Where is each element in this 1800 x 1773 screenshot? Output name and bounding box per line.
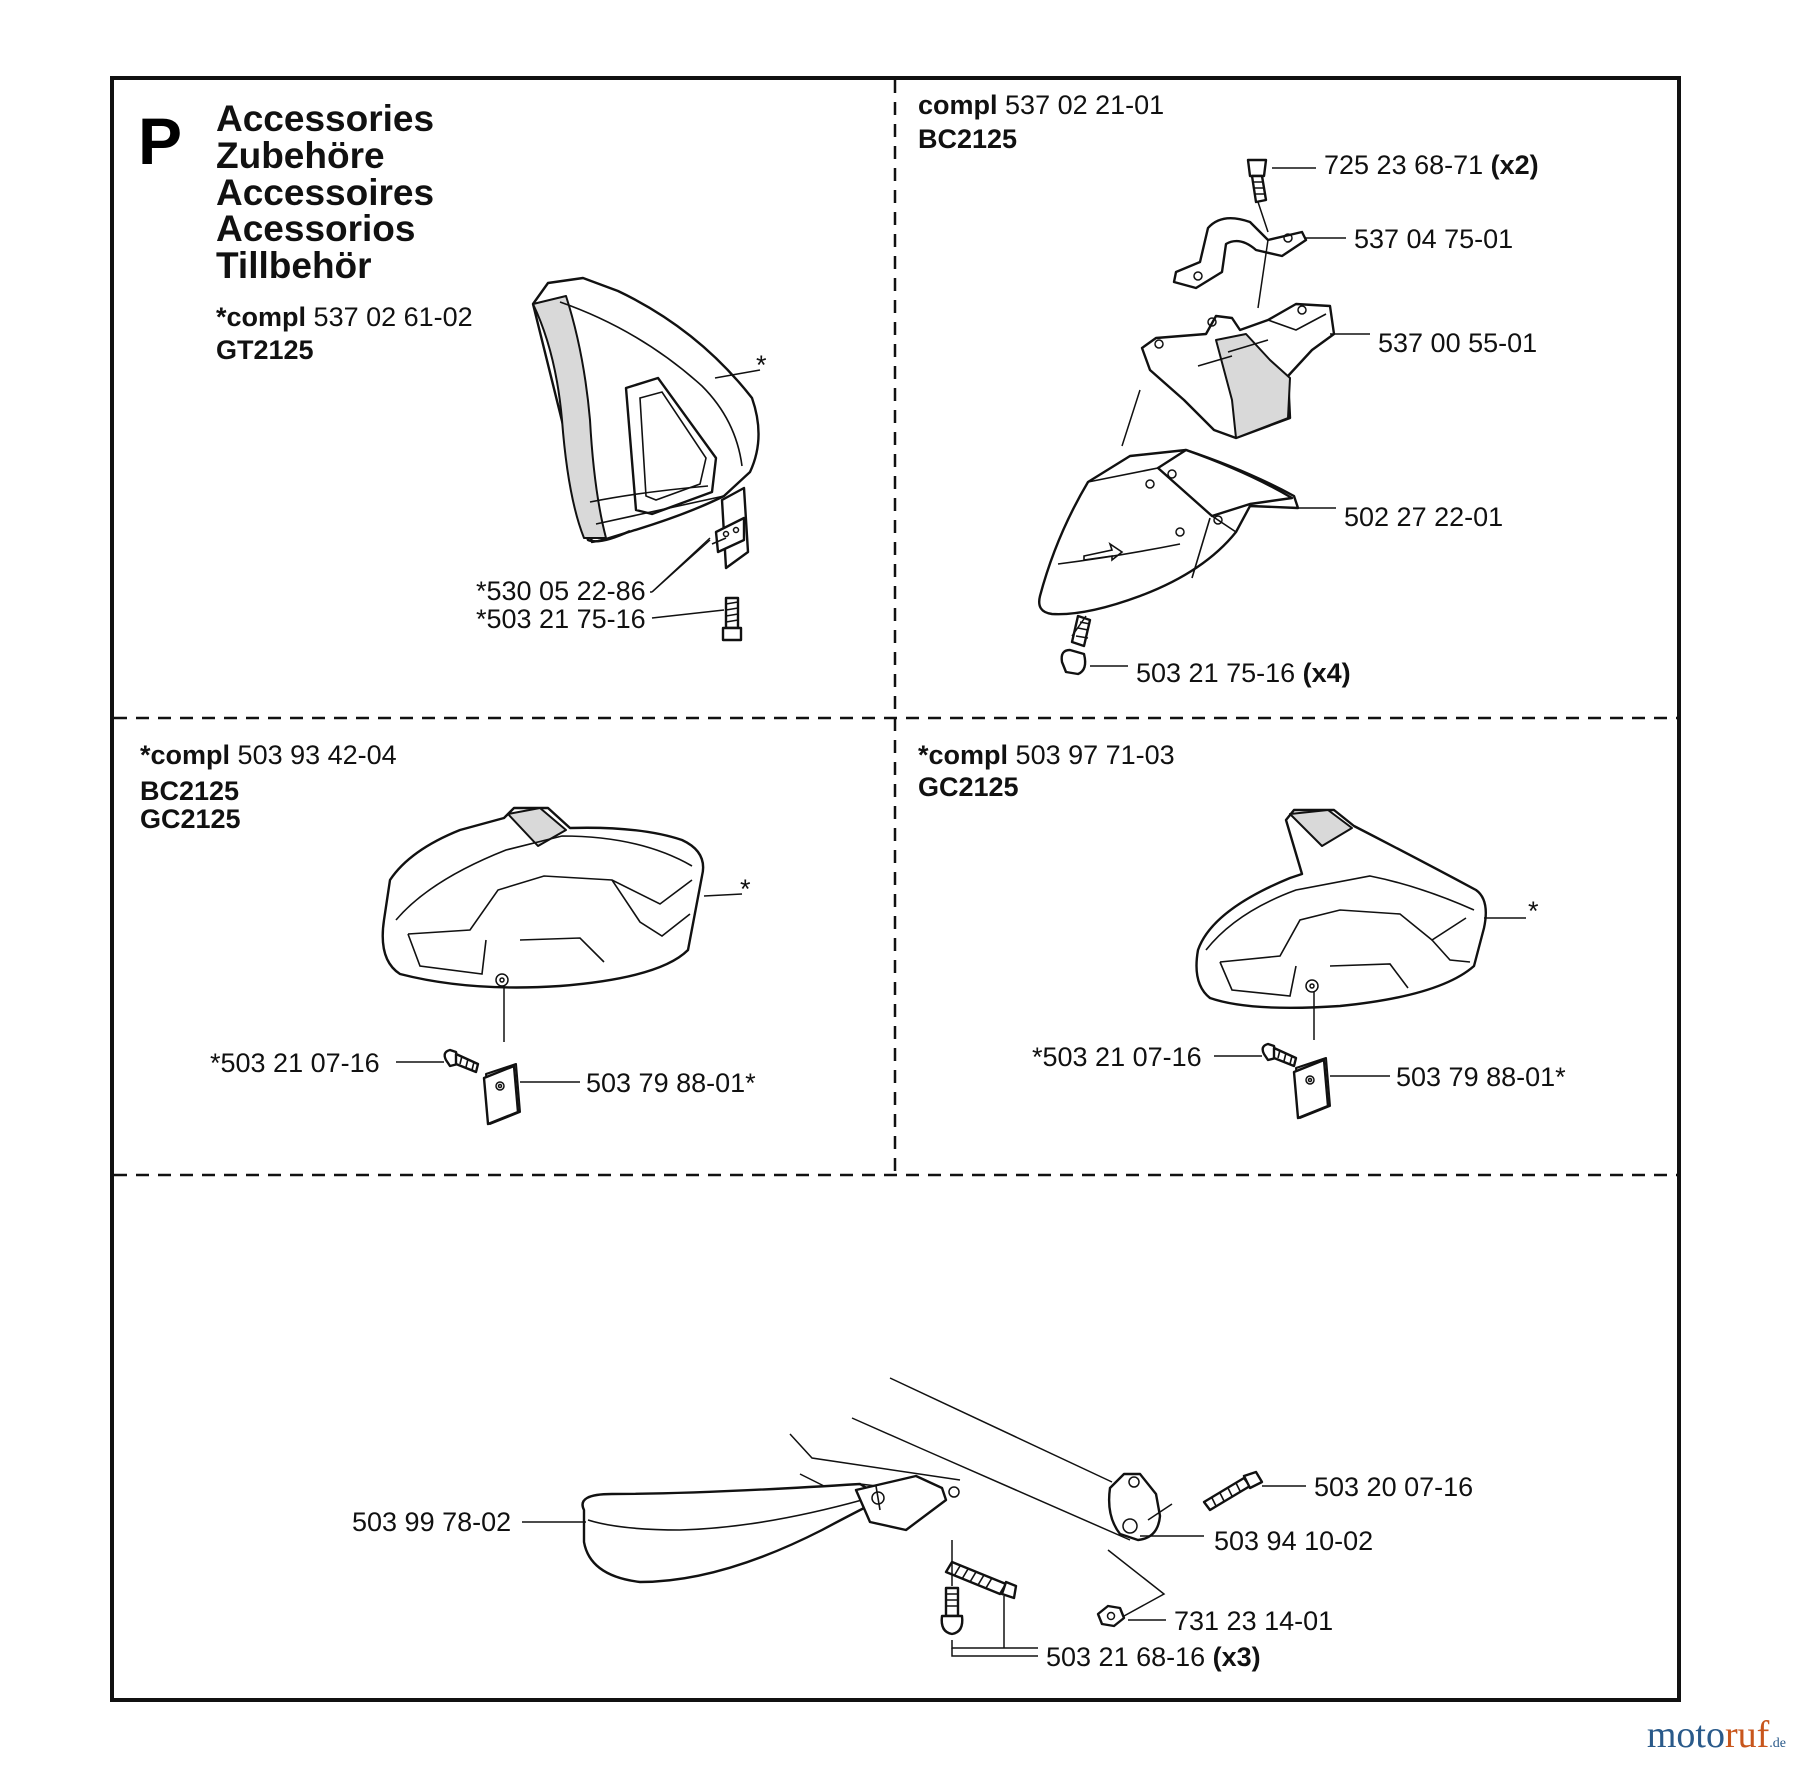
section-letter: P bbox=[138, 104, 182, 178]
bolt-top bbox=[1246, 158, 1269, 233]
loop-handle bbox=[581, 1474, 960, 1584]
panel-gt2125: P Accessories Zubehöre Accessoires Acess… bbox=[138, 98, 767, 642]
panel-bc-gc2125: *compl 503 93 42-04 BC2125 GC2125 bbox=[140, 740, 756, 1126]
compl-number: 503 93 42-04 bbox=[238, 740, 397, 770]
section-title-sv: Tillbehör bbox=[216, 245, 372, 286]
shaft-line-1 bbox=[889, 1377, 1113, 1483]
guard-gt2125 bbox=[531, 276, 760, 544]
nut-handle bbox=[1096, 1549, 1166, 1628]
bracket-gt2125 bbox=[711, 486, 750, 570]
compl-prefix: *compl bbox=[918, 740, 1008, 770]
label-clamp: 537 04 75-01 bbox=[1354, 224, 1513, 254]
section-title-en: Accessories bbox=[216, 98, 434, 139]
label-plate: 503 79 88-01* bbox=[1396, 1062, 1566, 1092]
compl-prefix: *compl bbox=[216, 302, 306, 332]
model-label: BC2125 bbox=[918, 124, 1017, 154]
guard-gc2125 bbox=[1195, 808, 1487, 1009]
model-label-1: BC2125 bbox=[140, 776, 239, 806]
model-label: GT2125 bbox=[216, 335, 314, 365]
label-holder: 537 00 55-01 bbox=[1378, 328, 1537, 358]
screws-handle bbox=[940, 1560, 1018, 1636]
bolt-handle bbox=[1202, 1470, 1264, 1512]
screw-gc2125 bbox=[1261, 1042, 1298, 1068]
compl-prefix: compl bbox=[918, 90, 998, 120]
label-bracket: *530 05 22-86 bbox=[476, 576, 646, 606]
compl-label: *compl 537 02 61-02 bbox=[216, 302, 473, 332]
section-title-fr: Accessoires bbox=[216, 172, 434, 213]
label-clamp: 503 94 10-02 bbox=[1214, 1526, 1373, 1556]
leader-screw bbox=[651, 609, 725, 619]
label-screws: 503 21 68-16 (x3) bbox=[1046, 1642, 1261, 1672]
watermark-logo: motoruf.de bbox=[1646, 1714, 1786, 1756]
shaft-line-2 bbox=[851, 1417, 1131, 1541]
compl-label: *compl 503 97 71-03 bbox=[918, 740, 1175, 770]
compl-prefix: *compl bbox=[140, 740, 230, 770]
panel-bc2125-top: compl 537 02 21-01 BC2125 bbox=[918, 90, 1539, 688]
model-label: GC2125 bbox=[918, 772, 1019, 802]
label-star: * bbox=[1528, 896, 1539, 926]
screw-top bbox=[1060, 614, 1092, 676]
label-star: * bbox=[756, 350, 767, 380]
label-screw: *503 21 07-16 bbox=[210, 1048, 380, 1078]
clamp-handle bbox=[1107, 1472, 1173, 1542]
section-title-de: Zubehöre bbox=[216, 135, 385, 176]
label-bolt: 725 23 68-71 (x2) bbox=[1324, 150, 1539, 180]
label-bolt: 503 20 07-16 bbox=[1314, 1472, 1473, 1502]
compl-number: 503 97 71-03 bbox=[1016, 740, 1175, 770]
screw-gt2125 bbox=[721, 596, 743, 642]
compl-label: compl 537 02 21-01 bbox=[918, 90, 1164, 120]
compl-number: 537 02 61-02 bbox=[314, 302, 473, 332]
leader-star bbox=[714, 369, 761, 379]
label-screw: *503 21 75-16 bbox=[476, 604, 646, 634]
label-star: * bbox=[740, 874, 751, 904]
outer-frame bbox=[110, 76, 1681, 1702]
panel-handle: 503 99 78-02 503 20 07-16 503 94 10-02 7… bbox=[352, 1377, 1473, 1672]
screw-bc-gc2125 bbox=[443, 1048, 480, 1074]
label-loop-handle: 503 99 78-02 bbox=[352, 1507, 511, 1537]
plate-gc2125 bbox=[1292, 1057, 1331, 1120]
compl-label: *compl 503 93 42-04 bbox=[140, 740, 397, 770]
clamp-top bbox=[1172, 216, 1308, 290]
guard-bc-gc2125 bbox=[381, 806, 705, 989]
leader-star bbox=[703, 893, 743, 897]
panel-gc2125: *compl 503 97 71-03 GC2125 * *503 21 bbox=[918, 740, 1566, 1120]
plate-bc-gc2125 bbox=[482, 1063, 521, 1126]
label-nut: 731 23 14-01 bbox=[1174, 1606, 1333, 1636]
label-screw: 503 21 75-16 (x4) bbox=[1136, 658, 1351, 688]
label-guard: 502 27 22-01 bbox=[1344, 502, 1503, 532]
holder-top bbox=[1140, 302, 1336, 440]
section-title-pt: Acessorios bbox=[216, 208, 416, 249]
model-label-2: GC2125 bbox=[140, 804, 241, 834]
label-plate: 503 79 88-01* bbox=[586, 1068, 756, 1098]
label-screw: *503 21 07-16 bbox=[1032, 1042, 1202, 1072]
guard-top bbox=[1038, 448, 1300, 616]
compl-number: 537 02 21-01 bbox=[1005, 90, 1164, 120]
